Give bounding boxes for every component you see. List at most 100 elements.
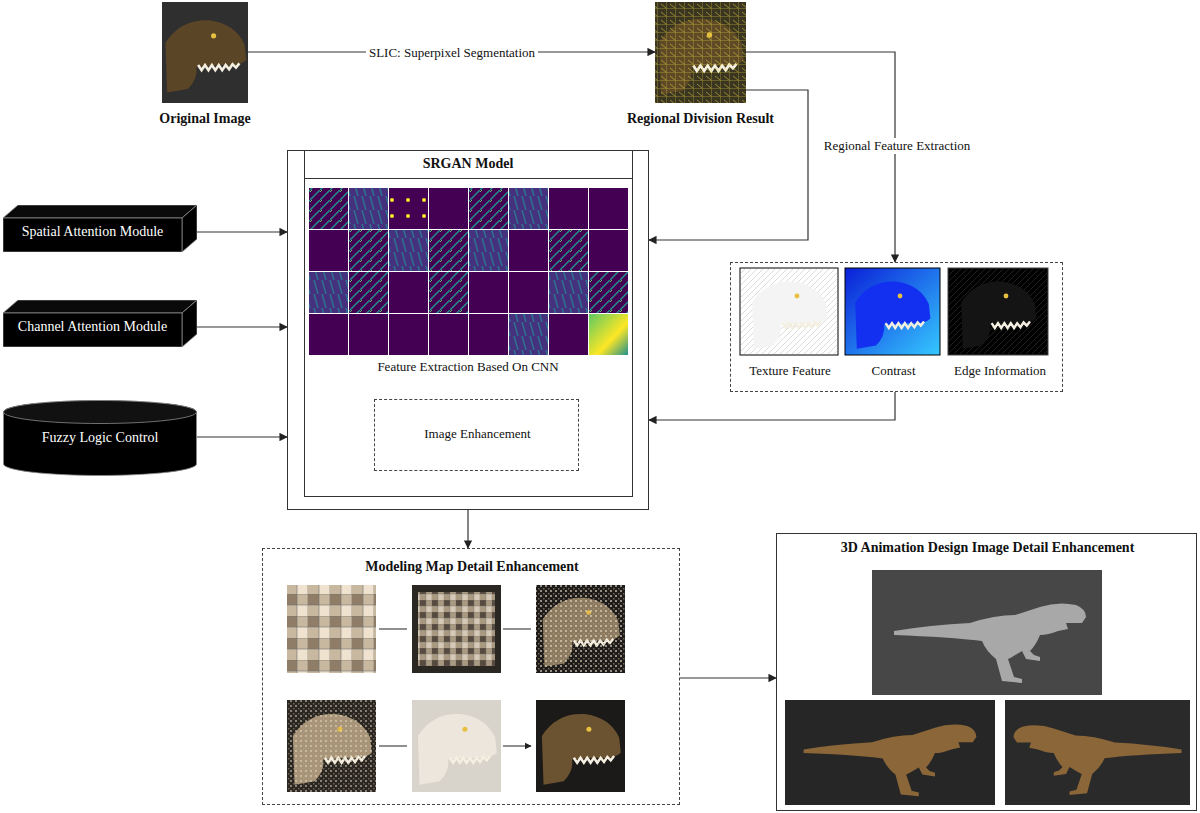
modeling-pictures-part [379, 629, 531, 746]
module-block: Channel Attention Module [3, 300, 197, 347]
connector-arrow [197, 326, 287, 327]
edge-picture-part [949, 269, 1047, 354]
animation-pictures-part [1014, 725, 1182, 795]
feature-map-grid-part [469, 272, 508, 313]
feature-map-grid-part [309, 230, 348, 271]
node-label: Fuzzy Logic Control [3, 430, 197, 447]
process-box: Image Enhancement [374, 399, 579, 471]
texture-picture-part [752, 281, 827, 348]
animation-pictures-part [894, 603, 1086, 683]
feature-map-grid-part [307, 186, 629, 358]
header-rule [304, 178, 633, 179]
texture-picture-part [741, 269, 837, 354]
feature-map-grid-part [429, 230, 468, 271]
node-label: Original Image [85, 111, 325, 128]
image-node: Regional Division Result [655, 2, 746, 103]
modeling-pictures-part [418, 592, 495, 666]
edge-label-holder: SLIC: Superpixel Segmentation [366, 43, 538, 61]
node-label: Edge Information [940, 363, 1060, 379]
node-label: Spatial Attention Module [3, 224, 182, 241]
feature-map-grid-part [589, 314, 628, 355]
block-side [182, 300, 197, 347]
connector-arrow [680, 677, 776, 678]
animation-pictures-part [804, 725, 977, 797]
node-label: Texture Feature [730, 363, 850, 379]
feature-map-grid-part [309, 314, 348, 355]
feature-map-grid-part [389, 230, 428, 271]
feature-map-grid-part [429, 188, 468, 229]
contrast-picture [845, 268, 940, 355]
connector-arrow [197, 436, 287, 437]
node-label: SRGAN Model [304, 156, 632, 173]
feature-map-grid-part [469, 188, 508, 229]
original-image-picture-part [165, 20, 246, 92]
stage-box: Modeling Map Detail Enhancement [262, 548, 680, 805]
feature-map-grid-part [589, 188, 628, 229]
cylinder-top [4, 401, 197, 424]
model-box: SRGAN ModelFeature Extraction Based On C… [287, 150, 649, 510]
control-cylinder: Fuzzy Logic Control [3, 400, 197, 476]
modeling-pictures [287, 585, 625, 792]
animation-pictures-part [785, 700, 995, 805]
edge-picture [948, 268, 1048, 355]
contrast-picture-part [855, 281, 930, 348]
superpixel-picture [655, 2, 746, 103]
animation-pictures [785, 570, 1190, 805]
superpixel-picture-part [655, 2, 746, 103]
node-label: Image Enhancement [380, 426, 575, 442]
block-top [3, 300, 197, 313]
feature-map-grid-part [509, 314, 548, 355]
inner-frame [304, 150, 633, 497]
animation-pictures-part-part [1014, 725, 1182, 795]
feature-map-grid-part [309, 272, 348, 313]
superpixel-picture-part [655, 2, 746, 103]
edge-picture-part [961, 281, 1036, 348]
feature-map-grid-part [589, 230, 628, 271]
cylinder-body [4, 401, 197, 476]
edge-picture-part [948, 268, 1048, 355]
node-caption: Feature Extraction Based On CNN [304, 359, 632, 375]
modeling-pictures-part [412, 585, 501, 673]
feature-map-grid-part [589, 272, 628, 313]
feature-map-grid-part [349, 230, 388, 271]
feature-map-grid-part [389, 314, 428, 355]
feature-group: Texture FeatureContrastEdge Information [730, 262, 1063, 392]
node-label: Modeling Map Detail Enhancement [268, 559, 676, 576]
feature-map-grid-part [509, 230, 548, 271]
feature-map-grid-part [469, 314, 508, 355]
modeling-pictures-part [536, 585, 625, 673]
connector-arrow [649, 392, 895, 420]
feature-map-grid-part [389, 272, 428, 313]
feature-map-grid-part [349, 272, 388, 313]
animation-pictures-part [1005, 700, 1190, 805]
texture-picture-part [740, 268, 838, 355]
block-front [3, 218, 182, 252]
feature-map-grid-part [429, 272, 468, 313]
feature-map-grid-part [549, 230, 588, 271]
modeling-pictures-part [418, 714, 497, 785]
edge-label-holder: Regional Feature Extraction [821, 136, 974, 154]
modeling-pictures-part [287, 585, 376, 673]
contrast-picture-part [845, 268, 940, 355]
feature-map-grid-part [349, 314, 388, 355]
block-top [3, 205, 197, 218]
feature-map-grid-part [469, 230, 508, 271]
feature-map-grid-part [509, 188, 548, 229]
texture-picture [740, 268, 838, 355]
feature-image: Texture Feature [741, 269, 839, 381]
feature-map-grid-part [389, 188, 428, 229]
feature-map-grid-part [349, 188, 388, 229]
modeling-pictures-part [536, 700, 625, 792]
feature-map-grid-part [429, 314, 468, 355]
node-label: 3D Animation Design Image Detail Enhance… [782, 540, 1193, 557]
modeling-pictures-part [536, 585, 625, 673]
feature-map-grid-part [309, 188, 348, 229]
block-side [182, 205, 197, 252]
node-label: Channel Attention Module [3, 319, 182, 336]
modeling-pictures-part [542, 714, 621, 785]
block-front [3, 313, 182, 347]
original-image-picture-part [162, 2, 248, 103]
feature-map-grid-part [509, 272, 548, 313]
